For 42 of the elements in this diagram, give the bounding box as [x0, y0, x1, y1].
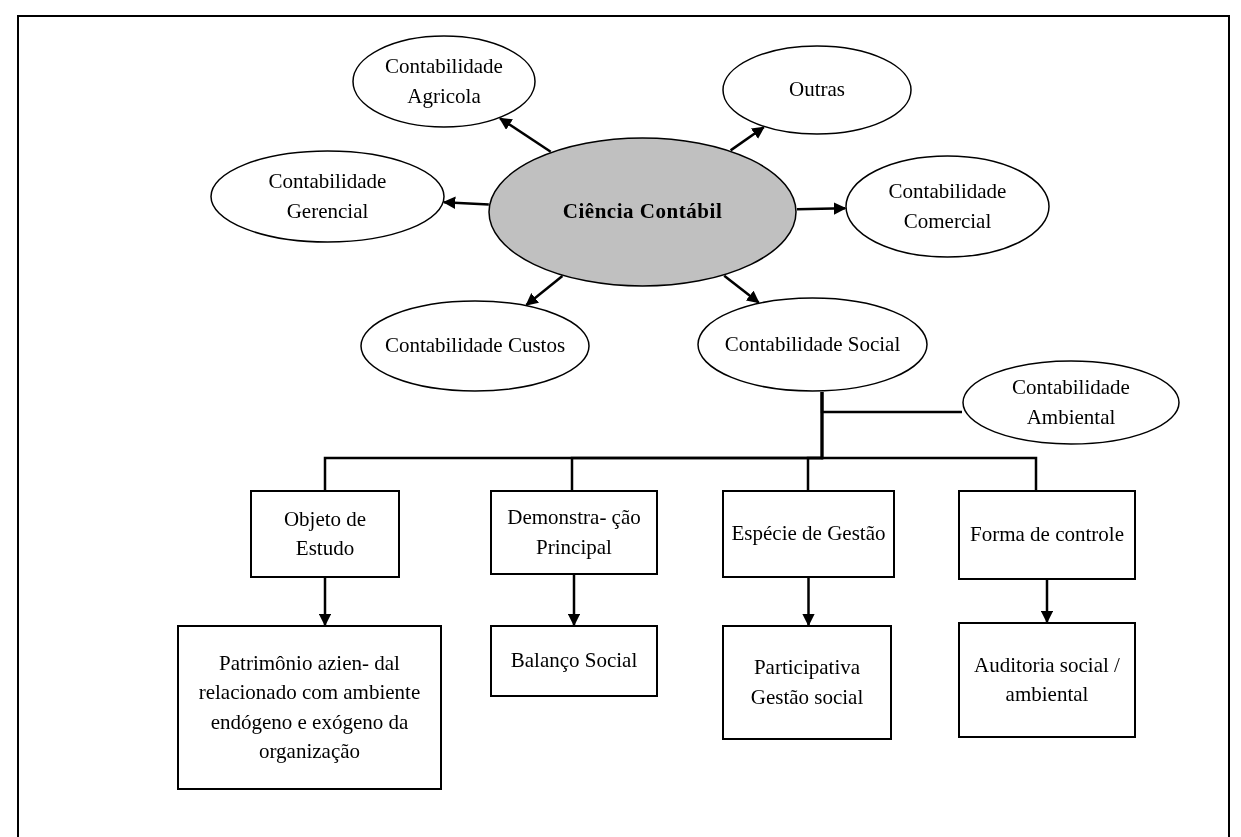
- arrow: [318, 578, 332, 627]
- node-label: Contabilidade Social: [724, 330, 901, 358]
- ellipse-node: [360, 300, 590, 392]
- arrow: [802, 578, 815, 627]
- ellipse-node: [488, 137, 797, 287]
- arrow: [796, 202, 847, 215]
- process-box: [177, 625, 442, 790]
- process-box: [490, 625, 658, 697]
- node-label: Balanço Social: [510, 647, 638, 675]
- ellipse-node: [845, 155, 1050, 258]
- arrow: [729, 126, 765, 152]
- ellipse-node: [697, 297, 928, 392]
- process-box: [722, 490, 895, 578]
- node-label: Forma de controle: [970, 521, 1124, 549]
- process-box: [958, 622, 1136, 738]
- node-label: Objeto de Estudo: [282, 505, 368, 562]
- node-label: Contabilidade Comercial: [887, 178, 1008, 235]
- process-box: [250, 490, 400, 578]
- ellipse-node: [962, 360, 1180, 445]
- node-label: Patrimônio azien- dal relacionado com ambiente endógeno e exógeno da organização: [197, 649, 422, 765]
- arrow: [1040, 580, 1054, 624]
- arrow: [723, 274, 760, 304]
- process-box: [958, 490, 1136, 580]
- node-label: Outras: [789, 76, 845, 104]
- node-label: Demonstra- ção Principal: [506, 504, 642, 561]
- ellipse-node: [210, 150, 445, 243]
- node-label: Espécie de Gestão: [731, 520, 886, 548]
- node-label: Contabilidade Custos: [384, 332, 566, 360]
- connector-line: [820, 392, 1038, 490]
- ellipse-node: [722, 45, 912, 135]
- node-label: Contabilidade Ambiental: [1011, 374, 1131, 431]
- ellipse-node: [352, 35, 536, 128]
- node-label: Auditoria social / ambiental: [973, 651, 1121, 708]
- node-label: Contabilidade Gerencial: [267, 168, 388, 225]
- node-label: Ciência Contábil: [562, 198, 723, 226]
- process-box: [722, 625, 892, 740]
- arrow: [499, 117, 552, 153]
- arrow: [525, 275, 564, 306]
- node-label: Participativa Gestão social: [749, 654, 865, 711]
- arrow: [567, 575, 581, 627]
- process-box: [490, 490, 658, 575]
- node-label: Contabilidade Agricola: [384, 53, 504, 110]
